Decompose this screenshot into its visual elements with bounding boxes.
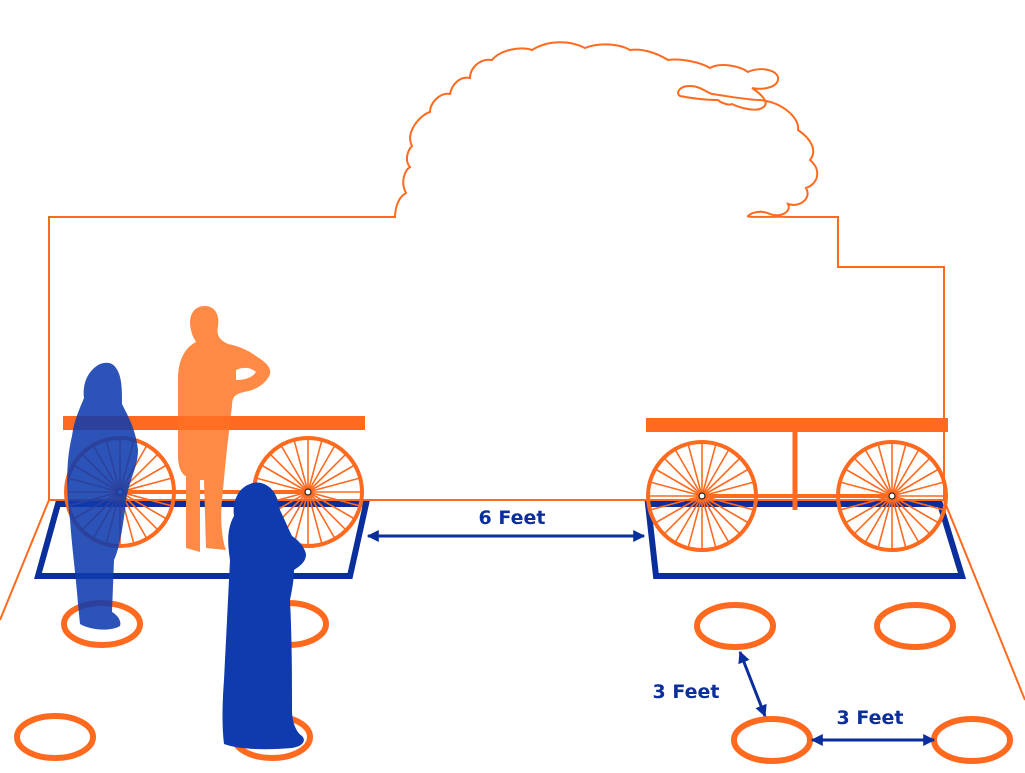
wheel-spoke (853, 495, 893, 535)
wheel-spoke (891, 495, 945, 511)
distancing-circle-icon (694, 602, 776, 650)
wheel-spoke (255, 477, 309, 493)
wheel-hub (888, 492, 896, 500)
wheel-spoke (853, 457, 893, 497)
wheel-spoke (293, 439, 309, 493)
wheel-spoke (269, 453, 309, 493)
wheel-hub (304, 488, 312, 496)
cart-left-platform-front (63, 416, 365, 430)
wheel-spoke (844, 495, 893, 524)
person-blue-silhouette-right (222, 482, 306, 750)
wheel-spoke (119, 477, 173, 493)
wheel-spoke (701, 457, 741, 497)
wheel-spoke (307, 491, 361, 507)
wheel-spoke (119, 491, 159, 531)
wheel-spoke (307, 464, 356, 493)
wheel-spoke (701, 443, 717, 497)
tree-outline-icon (394, 41, 819, 219)
label-3-feet-vertical: 3 Feet (653, 681, 720, 703)
distancing-circle-icon (874, 602, 956, 650)
wheel-spoke (877, 443, 893, 497)
wheel-spoke (891, 495, 920, 544)
wheel-spoke (663, 495, 703, 535)
wheel-spoke (701, 495, 755, 511)
label-6-feet: 6 Feet (479, 507, 546, 529)
wheel-spoke (654, 495, 703, 524)
wheel-spoke (307, 444, 336, 493)
wheel-spoke (293, 491, 309, 545)
wheel-spoke (260, 464, 309, 493)
wheel-spoke (307, 439, 323, 493)
building-outline-icon (48, 216, 945, 500)
wheel-spoke (119, 491, 168, 520)
arrow-3-feet-vertical (738, 650, 767, 718)
wheel-spoke (891, 468, 940, 497)
wheel-spoke (864, 495, 893, 544)
wheel-spoke (701, 495, 741, 535)
wheel-hub (698, 492, 706, 500)
wheel-spoke (307, 491, 323, 545)
person-blue-silhouette-left (67, 362, 138, 630)
wheel-spoke (654, 468, 703, 497)
hand-cart-right (646, 418, 948, 552)
distancing-circle-icon (731, 716, 813, 764)
wheel-spoke (891, 443, 907, 497)
wheel-spoke (877, 495, 893, 549)
cart-right-wheel-back (836, 440, 948, 552)
wheel-spoke (701, 448, 730, 497)
wheel-spoke (701, 495, 717, 549)
wheel-spoke (280, 444, 309, 493)
wheel-spoke (307, 477, 361, 493)
wheel-spoke (307, 453, 347, 493)
distancing-circle-icon (931, 716, 1013, 764)
wheel-spoke (891, 495, 940, 524)
wheel-spoke (649, 481, 703, 497)
distancing-circle-icon (14, 713, 96, 761)
wheel-spoke (701, 468, 750, 497)
wheel-spoke (701, 481, 755, 497)
wheel-spoke (891, 495, 931, 535)
wheel-spoke (687, 443, 703, 497)
wheel-spoke (119, 491, 173, 507)
wheel-spoke (307, 491, 347, 531)
wheel-spoke (839, 495, 893, 511)
wheel-spoke (891, 495, 907, 549)
wheel-spoke (839, 481, 893, 497)
distancing-circles (14, 600, 1013, 764)
cart-right-platform (646, 418, 948, 432)
wheel-spoke (649, 495, 703, 511)
wheel-spoke (844, 468, 893, 497)
wheel-spoke (307, 491, 356, 520)
cart-footprint-right (644, 501, 967, 579)
wheel-spoke (307, 491, 336, 540)
cart-right-wheel-front (646, 440, 758, 552)
wheel-spoke (891, 481, 945, 497)
wheel-spoke (701, 495, 730, 544)
wheel-spoke (864, 448, 893, 497)
wheel-spoke (687, 495, 703, 549)
road-edge-right (943, 499, 1025, 701)
wheel-spoke (701, 495, 750, 524)
wheel-spoke (674, 448, 703, 497)
wheel-spoke (674, 495, 703, 544)
road-edge-left (0, 499, 50, 621)
wheel-spoke (891, 457, 931, 497)
label-3-feet-horizontal: 3 Feet (837, 707, 904, 729)
wheel-spoke (891, 448, 920, 497)
wheel-spoke (663, 457, 703, 497)
